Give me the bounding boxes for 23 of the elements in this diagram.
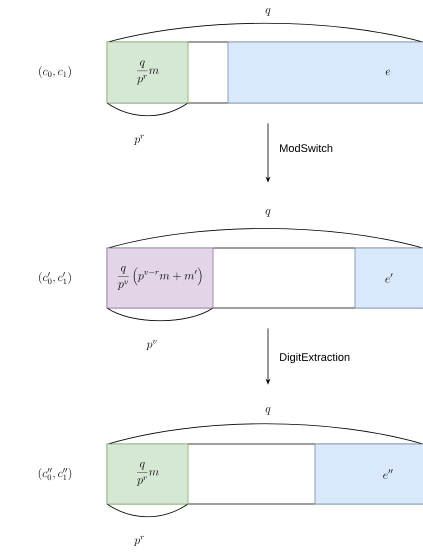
formula: $\frac{q}{p^r} m$ xyxy=(136,60,159,84)
segment-box xyxy=(106,248,214,308)
segment-box xyxy=(228,42,423,104)
formula: $\frac{q}{p^v} \left(p^{v-r} m + m'\right)$ xyxy=(118,266,202,290)
span-label: $q$ xyxy=(266,209,270,217)
segment-box xyxy=(106,42,188,104)
edge-label: DigitExtraction xyxy=(280,352,350,364)
formula: $e$ xyxy=(386,70,390,76)
segment-box xyxy=(354,248,423,308)
row-label: $(c'_0, c'_1)$ xyxy=(39,272,71,284)
formula: $e''$ xyxy=(383,469,393,479)
segment-box xyxy=(106,444,188,504)
span-label: $q$ xyxy=(266,407,270,415)
row-label: $(c_0, c_1)$ xyxy=(39,66,71,78)
formula: $e'$ xyxy=(385,273,392,283)
segment-box xyxy=(314,444,423,504)
edge-label: ModSwitch xyxy=(280,144,332,152)
formula: $\frac{q}{p^r} m$ xyxy=(136,462,159,486)
span-label: $p^r$ xyxy=(134,134,144,146)
span-label: $p^r$ xyxy=(134,536,144,546)
row-label: $(c''_0, c''_1)$ xyxy=(38,468,72,480)
span-label: $q$ xyxy=(266,8,270,16)
span-label: $p^v$ xyxy=(146,340,156,350)
